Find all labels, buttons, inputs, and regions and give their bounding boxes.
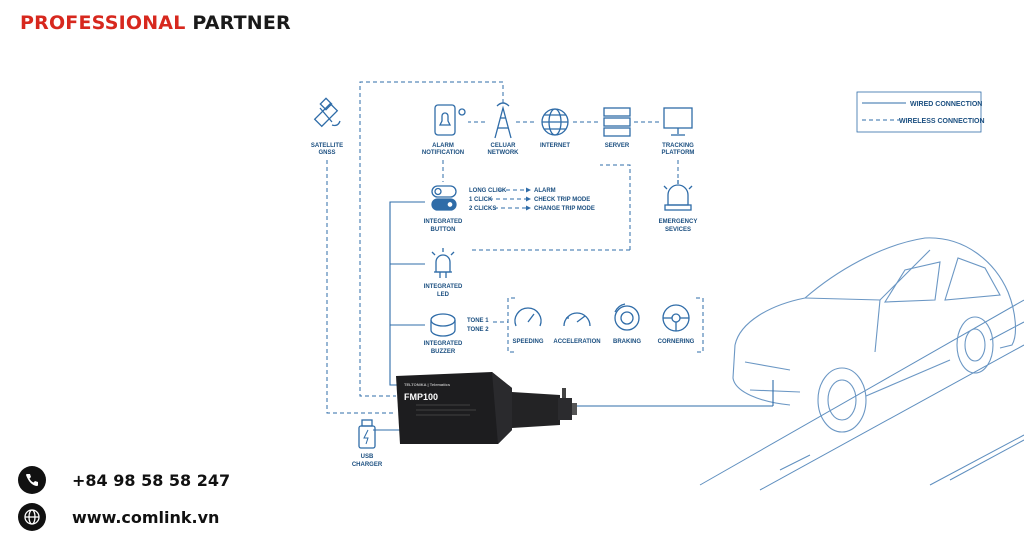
wireless-links [326,81,704,414]
buzzer-icon [430,313,456,337]
click-input-2: 1 CLICK [469,197,493,203]
usb-label-1: USB [361,454,374,460]
tone-2: TONE 2 [467,327,489,333]
led-label-2: LED [437,292,450,298]
legend-wireless: WIRELESS CONNECTION [899,118,985,125]
button-icon [431,185,457,211]
led-icon [431,248,455,278]
behavior-braking: BRAKING [613,339,641,345]
contact-website[interactable]: www.comlink.vn [18,503,219,531]
button-label-1: INTEGRATED [424,219,463,225]
behavior-cornering: CORNERING [658,339,695,345]
brand-rest: PARTNER [192,12,291,34]
satellite-label-1: SATELLITE [311,143,343,149]
globe-icon [18,503,46,531]
siren-icon [663,180,693,211]
satellite-label-2: GNSS [318,150,335,156]
internet-label: INTERNET [540,143,570,149]
phone-alarm-icon [434,104,466,136]
click-input-3: 2 CLICKS [469,206,496,212]
legend: WIRED CONNECTION WIRELESS CONNECTION [856,91,985,133]
button-label-2: BUTTON [431,227,456,233]
click-result-1: ALARM [534,188,556,194]
brand-accent: PROFESSIONAL [20,12,186,34]
behavior-speeding: SPEEDING [512,339,543,345]
acceleration-icon [563,312,591,327]
buzzer-label-2: BUZZER [431,349,456,355]
cell-tower-icon [494,102,512,139]
website-url: www.comlink.vn [72,507,220,527]
cellular-label-2: NETWORK [488,150,520,156]
alarm-label-1: ALARM [432,143,454,149]
brake-icon [614,303,640,331]
click-input-1: LONG CLICK [469,188,507,194]
tracking-label-2: PLATFORM [662,150,695,156]
click-result-3: CHANGE TRIP MODE [534,206,595,212]
usb-charger-icon [358,419,376,449]
emergency-label-1: EMERGENCY [659,219,698,225]
alarm-label-2: NOTIFICATION [422,150,464,156]
brand-title: PROFESSIONAL PARTNER [20,12,291,34]
wired-links [373,201,774,431]
phone-icon [18,466,46,494]
satellite-icon [313,97,341,128]
globe-icon [541,108,569,136]
speedometer-icon [514,307,542,327]
click-result-2: CHECK TRIP MODE [534,197,590,203]
monitor-icon [663,107,693,136]
phone-number: +84 98 58 58 247 [72,470,231,490]
contact-phone[interactable]: +84 98 58 58 247 [18,466,230,494]
device-model: FMP100 [404,392,438,402]
server-label: SERVER [605,143,630,149]
server-icon [603,107,631,137]
steering-wheel-icon [662,304,690,332]
led-label-1: INTEGRATED [424,284,463,290]
cellular-label-1: CELUAR [491,143,517,149]
buzzer-label-1: INTEGRATED [424,341,463,347]
tracking-label-1: TRACKING [662,143,694,149]
usb-label-2: CHARGER [352,462,383,468]
fmp100-device: TELTONIKA | Telematics FMP100 [396,372,577,444]
behavior-acceleration: ACCELERATION [553,339,600,345]
emergency-label-2: SEVICES [665,227,691,233]
tone-1: TONE 1 [467,318,489,324]
car-outline [732,237,1017,433]
device-brand: TELTONIKA | Telematics [404,382,451,387]
legend-wired: WIRED CONNECTION [910,101,982,108]
